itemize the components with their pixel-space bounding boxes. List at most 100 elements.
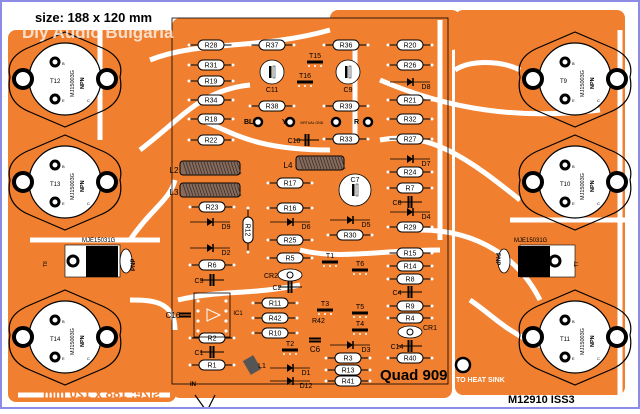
ref-label: R13 xyxy=(342,368,355,375)
ic-pin xyxy=(224,319,228,323)
ref-label: C16 xyxy=(166,311,181,320)
pad xyxy=(187,98,191,102)
ref-label: D4 xyxy=(422,214,431,221)
winding xyxy=(236,183,242,197)
diode-d2: D2 xyxy=(190,244,231,257)
pad xyxy=(246,206,250,210)
diode-triangle xyxy=(347,341,353,349)
ref-label: R9 xyxy=(406,304,415,311)
pad xyxy=(430,186,434,190)
ref-label: R10 xyxy=(269,331,282,338)
pad xyxy=(231,98,235,102)
pad xyxy=(366,137,370,141)
pad xyxy=(430,304,434,308)
diode-d9: D9 xyxy=(190,218,231,231)
diode-mark xyxy=(286,271,294,279)
winding xyxy=(325,156,331,170)
transistor-ref: T14 xyxy=(50,337,61,343)
winding xyxy=(185,161,191,175)
winding xyxy=(319,156,325,170)
base-pad xyxy=(559,56,571,68)
winding xyxy=(203,161,209,175)
pad xyxy=(359,273,361,275)
resistor-body xyxy=(332,39,360,51)
plate xyxy=(269,66,272,78)
ref-label: C8 xyxy=(393,200,402,207)
ref-label: D8 xyxy=(422,84,431,91)
diode-d1: D1 xyxy=(270,364,311,377)
transistor-body xyxy=(28,42,102,116)
diode-d5: D5 xyxy=(330,216,371,229)
ref-label: R20 xyxy=(404,43,417,50)
pad xyxy=(386,251,390,255)
resistor-body xyxy=(197,94,225,106)
pad xyxy=(310,256,314,260)
base-pad xyxy=(49,159,61,171)
part-number: MJ15003G xyxy=(580,173,586,200)
emitter-pad xyxy=(559,351,571,363)
winding xyxy=(215,161,221,175)
ref-label: C14 xyxy=(391,344,404,351)
resistor-body xyxy=(332,100,360,112)
to92-body xyxy=(352,311,368,315)
pad xyxy=(324,356,328,360)
ref-label: R11 xyxy=(269,301,281,308)
to220-body xyxy=(86,246,118,277)
pad xyxy=(366,43,370,47)
ref-label: R17 xyxy=(284,181,297,188)
resistor-body xyxy=(396,260,424,272)
watermark: Diy Audio Bulgaria xyxy=(22,23,174,42)
pin-b: B xyxy=(62,319,65,324)
pad xyxy=(368,356,372,360)
mounting-hole xyxy=(522,326,544,348)
capacitor-c1: C1 xyxy=(195,346,224,358)
resistor-body xyxy=(197,134,225,146)
winding xyxy=(215,183,221,197)
transistor-ref: T11 xyxy=(560,337,571,343)
transistor-body xyxy=(28,300,102,374)
resistor-body xyxy=(396,247,424,259)
ref-label: L1 xyxy=(258,363,266,370)
pad xyxy=(231,43,235,47)
ref-label: CR1 xyxy=(423,325,437,332)
resistor-r24: R24 xyxy=(386,166,434,178)
base-pad xyxy=(49,314,61,326)
pad xyxy=(353,316,355,318)
winding xyxy=(212,161,218,175)
winding xyxy=(194,183,200,197)
pin-e: E xyxy=(572,201,575,206)
pin-b: B xyxy=(572,61,575,66)
winding xyxy=(340,156,346,170)
npn-label: NPN xyxy=(590,180,596,192)
transistor-t1: T1 xyxy=(322,253,338,267)
pad xyxy=(231,117,235,121)
ref-label: D9 xyxy=(222,224,231,231)
pad xyxy=(231,79,235,83)
pad xyxy=(386,225,390,229)
terminal-pad xyxy=(330,116,342,128)
pin-c: C xyxy=(87,356,90,361)
pad xyxy=(266,206,270,210)
resistor-r36: R36 xyxy=(322,39,370,51)
resistor-r11: R11 xyxy=(251,297,299,309)
npn-label: NPN xyxy=(80,180,86,192)
ref-label: R26 xyxy=(404,63,417,70)
pad xyxy=(231,63,235,67)
resistor-r27: R27 xyxy=(386,133,434,145)
pad xyxy=(310,85,312,87)
tab-hole xyxy=(548,254,562,268)
resistor-body xyxy=(258,39,286,51)
pad xyxy=(322,104,326,108)
resistor-r18: R18 xyxy=(187,113,235,125)
winding xyxy=(331,156,337,170)
diode-triangle xyxy=(407,155,413,163)
winding xyxy=(188,161,194,175)
plate xyxy=(272,65,276,79)
ref-label: R37 xyxy=(266,43,279,50)
winding xyxy=(191,183,197,197)
resistor-body xyxy=(258,100,286,112)
diode-triangle xyxy=(407,78,413,86)
isolation-gap xyxy=(177,282,301,303)
resistor-body xyxy=(261,312,289,324)
